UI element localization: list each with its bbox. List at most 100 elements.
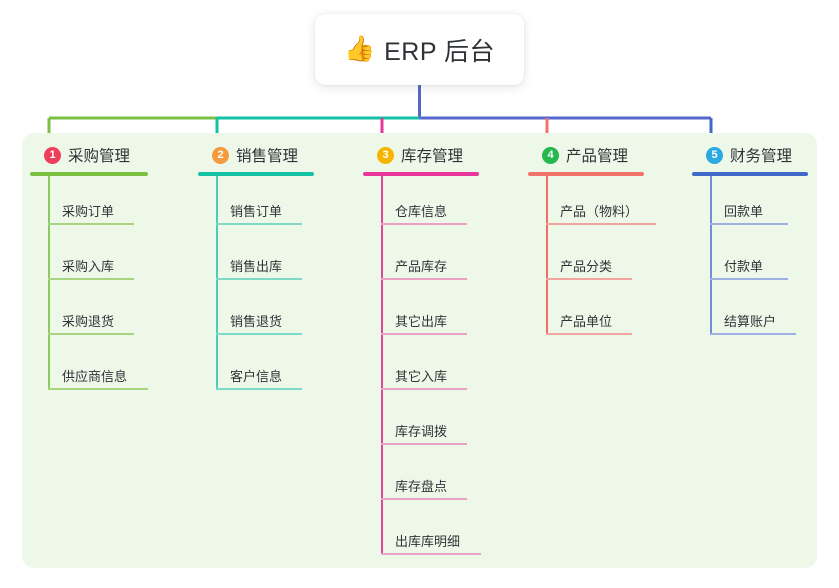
list-item-rule: [546, 278, 632, 280]
column-badge: 2: [212, 146, 229, 164]
list-item-rule: [381, 388, 467, 390]
list-item-rule: [381, 553, 481, 555]
list-item[interactable]: 销售退货: [198, 286, 314, 341]
column-3: 3 库存管理仓库信息产品库存其它出库其它入库库存调拨库存盘点出库库明细: [363, 143, 481, 561]
list-item-rule: [216, 223, 302, 225]
column-badge: 1: [44, 146, 61, 164]
list-item-label: 库存调拨: [395, 424, 448, 439]
column-badge: 4: [542, 146, 559, 164]
branches-panel: [22, 133, 817, 568]
column-spine: [546, 176, 548, 335]
list-item-label: 销售订单: [230, 204, 283, 219]
list-item[interactable]: 销售出库: [198, 231, 314, 286]
column-header-rule: [692, 172, 808, 176]
root-title: ERP 后台: [384, 37, 496, 66]
column-title: 财务管理: [730, 148, 793, 165]
list-item-label: 产品分类: [560, 259, 613, 274]
list-item-label: 供应商信息: [62, 369, 128, 384]
column-4: 4 产品管理产品（物料） 产品分类产品单位: [528, 143, 656, 341]
list-item[interactable]: 客户信息: [198, 341, 314, 396]
list-item-rule: [381, 333, 467, 335]
column-spine: [216, 176, 218, 390]
column-badge: 5: [706, 146, 723, 164]
list-item-label: 其它入库: [395, 369, 448, 384]
list-item-rule: [48, 333, 134, 335]
list-item-rule: [381, 498, 467, 500]
column-items: 采购订单采购入库采购退货供应商信息: [30, 176, 148, 396]
root-node[interactable]: 👍 ERP 后台: [315, 14, 524, 85]
list-item-label: 回款单: [724, 204, 764, 219]
list-item[interactable]: 产品（物料）: [528, 176, 656, 231]
list-item[interactable]: 其它入库: [363, 341, 479, 396]
list-item[interactable]: 采购订单: [30, 176, 148, 231]
list-item-rule: [546, 223, 656, 225]
list-item-label: 销售退货: [230, 314, 283, 329]
column-header-rule: [528, 172, 644, 176]
list-item[interactable]: 产品分类: [528, 231, 644, 286]
list-item[interactable]: 库存盘点: [363, 451, 479, 506]
column-header-2[interactable]: 2 销售管理: [198, 143, 314, 167]
column-items: 回款单付款单结算账户: [692, 176, 808, 341]
list-item-rule: [216, 333, 302, 335]
list-item-rule: [381, 443, 467, 445]
list-item-label: 其它出库: [395, 314, 448, 329]
list-item-rule: [216, 388, 302, 390]
column-badge: 3: [377, 146, 394, 164]
list-item[interactable]: 采购入库: [30, 231, 148, 286]
list-item-label: 库存盘点: [395, 479, 448, 494]
column-spine: [710, 176, 712, 335]
list-item-label: 出库库明细: [395, 534, 461, 549]
list-item-rule: [48, 388, 148, 390]
column-title: 产品管理: [566, 148, 629, 165]
list-item-label: 客户信息: [230, 369, 283, 384]
list-item[interactable]: 库存调拨: [363, 396, 479, 451]
column-spine: [48, 176, 50, 390]
list-item-rule: [381, 278, 467, 280]
list-item-rule: [546, 333, 632, 335]
list-item-rule: [710, 333, 796, 335]
list-item[interactable]: 产品库存: [363, 231, 479, 286]
list-item-rule: [48, 278, 134, 280]
column-items: 销售订单销售出库销售退货客户信息: [198, 176, 314, 396]
column-header-3[interactable]: 3 库存管理: [363, 143, 479, 167]
list-item-label: 采购订单: [62, 204, 115, 219]
column-header-rule: [363, 172, 479, 176]
list-item-label: 销售出库: [230, 259, 283, 274]
list-item[interactable]: 产品单位: [528, 286, 644, 341]
column-title: 销售管理: [236, 148, 299, 165]
column-title: 库存管理: [401, 148, 464, 165]
list-item-label: 采购退货: [62, 314, 115, 329]
list-item[interactable]: 出库库明细: [363, 506, 481, 561]
list-item-label: 产品单位: [560, 314, 613, 329]
list-item[interactable]: 结算账户: [692, 286, 808, 341]
list-item[interactable]: 其它出库: [363, 286, 479, 341]
column-1: 1 采购管理采购订单采购入库采购退货供应商信息: [30, 143, 148, 396]
list-item[interactable]: 销售订单: [198, 176, 314, 231]
list-item-rule: [48, 223, 134, 225]
list-item[interactable]: 采购退货: [30, 286, 148, 341]
list-item[interactable]: 供应商信息: [30, 341, 148, 396]
column-header-rule: [30, 172, 148, 176]
column-items: 仓库信息产品库存其它出库其它入库库存调拨库存盘点出库库明细: [363, 176, 481, 561]
list-item-label: 付款单: [724, 259, 764, 274]
list-item-label: 结算账户: [724, 314, 777, 329]
column-title: 采购管理: [68, 148, 131, 165]
list-item[interactable]: 付款单: [692, 231, 808, 286]
column-items: 产品（物料） 产品分类产品单位: [528, 176, 656, 341]
list-item[interactable]: 回款单: [692, 176, 808, 231]
column-header-5[interactable]: 5 财务管理: [692, 143, 808, 167]
list-item[interactable]: 仓库信息: [363, 176, 479, 231]
list-item-label: 采购入库: [62, 259, 115, 274]
list-item-rule: [710, 223, 788, 225]
column-header-rule: [198, 172, 314, 176]
column-header-1[interactable]: 1 采购管理: [30, 143, 148, 167]
column-2: 2 销售管理销售订单销售出库销售退货客户信息: [198, 143, 314, 396]
thumbs-up-icon: 👍: [343, 35, 376, 63]
list-item-rule: [381, 223, 467, 225]
list-item-rule: [710, 278, 788, 280]
list-item-label: 产品库存: [395, 259, 448, 274]
column-header-4[interactable]: 4 产品管理: [528, 143, 644, 167]
list-item-label: 产品（物料）: [560, 204, 639, 219]
column-spine: [381, 176, 383, 555]
